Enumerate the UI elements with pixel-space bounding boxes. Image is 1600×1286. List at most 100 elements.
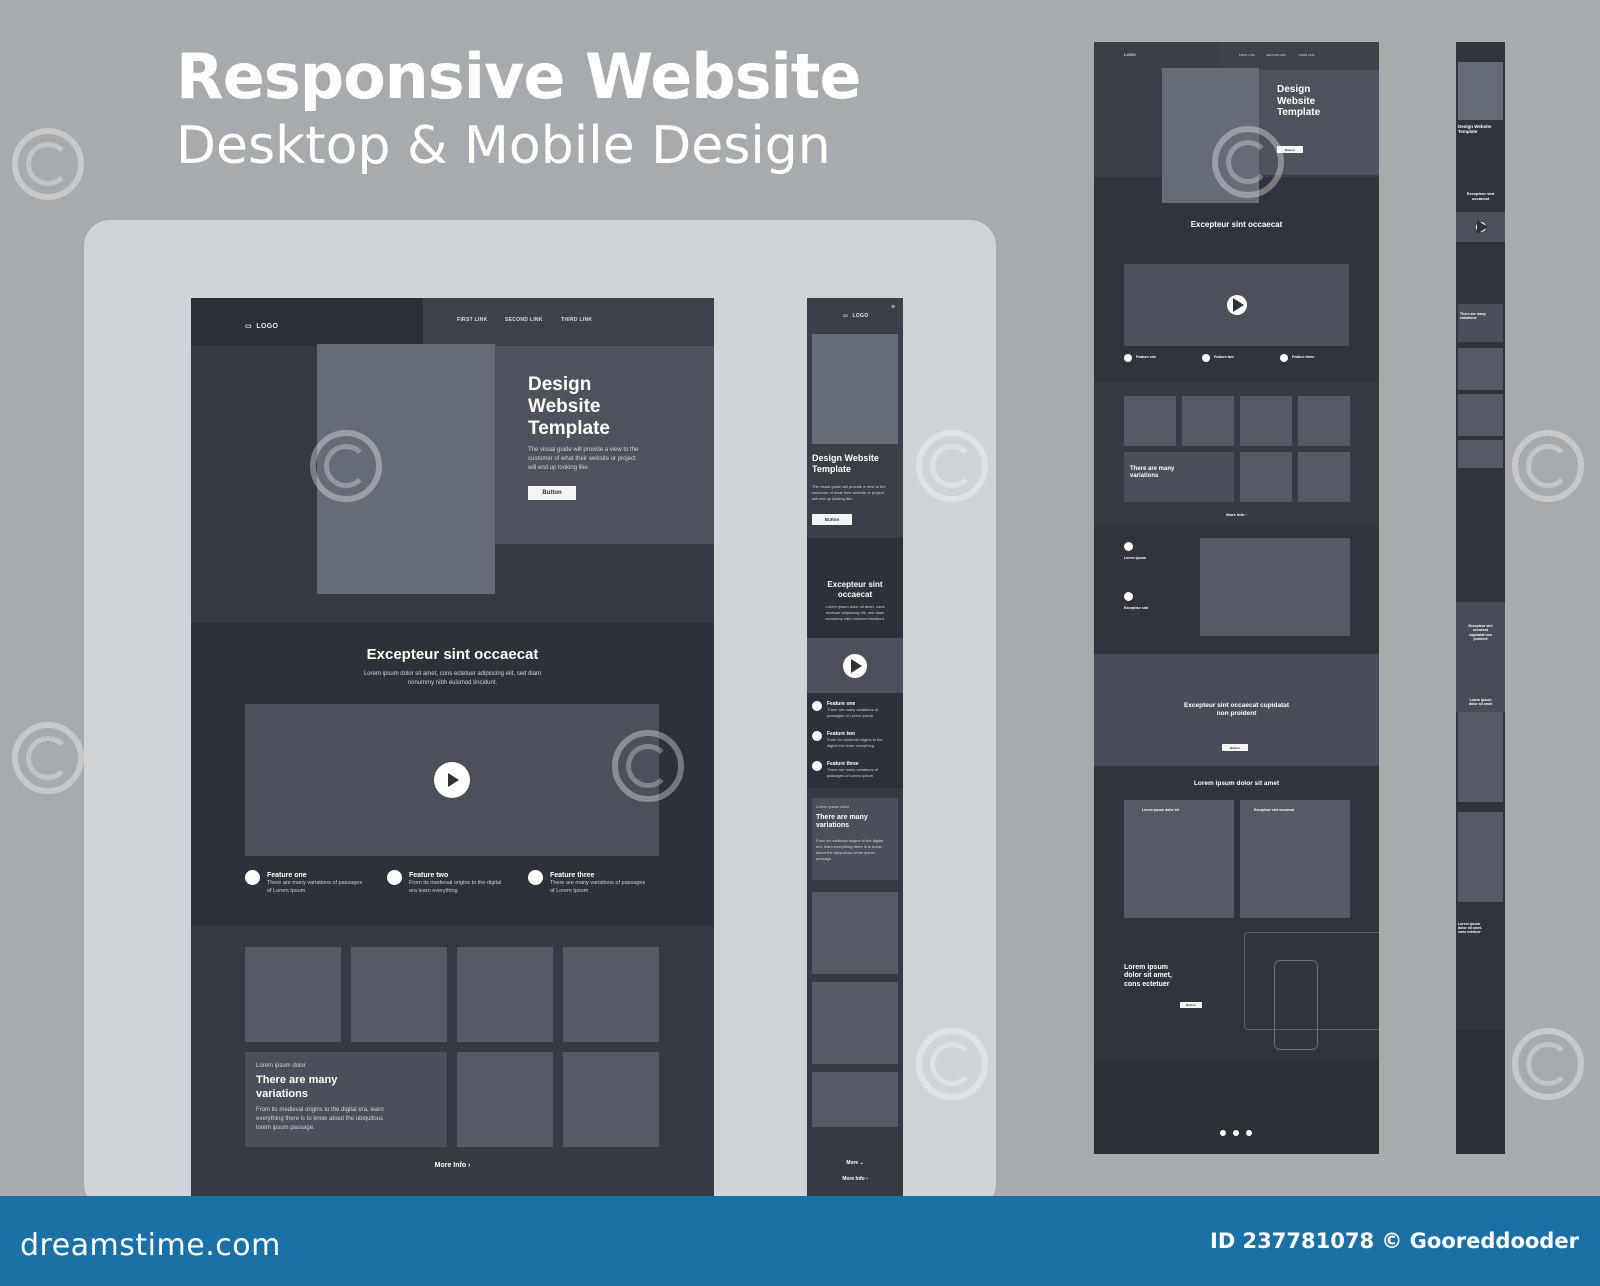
gallery-tile[interactable] bbox=[245, 947, 341, 1042]
thumb2-gallery-tile[interactable] bbox=[1458, 440, 1503, 468]
feature-one-icon bbox=[245, 870, 260, 885]
thumb-cta-title-line: Excepteur sint occaecat cupidatat bbox=[1183, 702, 1290, 709]
nav-link-second[interactable]: SECOND LINK bbox=[505, 317, 543, 323]
thumb-nav-link[interactable]: FIRST LINK bbox=[1239, 53, 1256, 57]
thumb-gallery-tile[interactable] bbox=[1298, 396, 1350, 446]
thumb-app-button[interactable]: Button bbox=[1180, 1002, 1202, 1008]
gallery-tile[interactable] bbox=[457, 947, 553, 1042]
thumb2-video[interactable] bbox=[1456, 212, 1505, 242]
thumb-nav-link[interactable]: THIRD LINK bbox=[1298, 53, 1315, 57]
section-text: Lorem ipsum dolor sit amet, cons ectetue… bbox=[191, 670, 714, 688]
gallery-text: From its medieval origins to the digital… bbox=[256, 1106, 384, 1133]
thumb2-pricing-title: Lorem ipsum dolor sit amet bbox=[1456, 698, 1505, 707]
thumb-gallery-tile[interactable] bbox=[1124, 396, 1176, 446]
thumb-gallery-title: There are many variations bbox=[1130, 466, 1174, 480]
nav-link-first[interactable]: FIRST LINK bbox=[457, 317, 488, 323]
gallery-tile[interactable] bbox=[563, 947, 659, 1042]
nav-link-third[interactable]: THIRD LINK bbox=[561, 317, 593, 323]
thumb2-title-line: Excepteur sint bbox=[1468, 624, 1493, 628]
mobile-feature-text: There are many variations of bbox=[827, 767, 878, 772]
thumb-cta-title: Excepteur sint occaecat cupidatat non pr… bbox=[1094, 702, 1379, 718]
logo[interactable]: ▭ LOGO bbox=[245, 315, 278, 333]
thumb-play-icon[interactable] bbox=[1226, 295, 1247, 315]
social-icon[interactable] bbox=[1220, 1130, 1226, 1136]
thumb2-title-line: cons ectetuer bbox=[1458, 930, 1481, 935]
mobile-feature-title: Feature three bbox=[827, 761, 859, 767]
watermark-logo-icon bbox=[12, 128, 84, 200]
hero-button[interactable]: Button bbox=[528, 486, 576, 500]
mobile-video-player[interactable] bbox=[807, 638, 903, 693]
mobile-section-title-line: occaecat bbox=[837, 589, 873, 599]
hero-title-line: Website bbox=[528, 395, 601, 417]
gallery-tile[interactable] bbox=[457, 1052, 553, 1147]
more-info-link[interactable]: More Info › bbox=[434, 1162, 471, 1169]
thumb-gallery-tile[interactable] bbox=[1240, 396, 1292, 446]
thumb2-title-line: occaecat bbox=[1473, 628, 1488, 633]
mobile-hero-title: Design Website Template bbox=[812, 453, 879, 476]
mobile-gallery-tile[interactable] bbox=[812, 1072, 898, 1127]
thumb2-gallery-card bbox=[1458, 304, 1503, 342]
mobile-gallery-tile[interactable] bbox=[812, 982, 898, 1064]
mobile-feature-one-icon bbox=[812, 701, 822, 711]
hamburger-icon[interactable]: ≡ bbox=[891, 304, 896, 311]
social-icon[interactable] bbox=[1233, 1130, 1239, 1136]
mobile-hero-image bbox=[812, 334, 898, 444]
thumb-feature-icon bbox=[1280, 354, 1288, 362]
mobile-hero-title-line: Design Website bbox=[812, 453, 879, 463]
thumb-nav-link[interactable]: SECOND LINK bbox=[1266, 53, 1287, 57]
mobile-feature-text: passages of Lorem Ipsum bbox=[827, 713, 874, 718]
gallery-text-line: lorem ipsum passage. bbox=[256, 1125, 315, 1131]
thumb2-gallery-tile[interactable] bbox=[1458, 348, 1503, 390]
feature-text: of Lorem Ipsum bbox=[550, 888, 589, 895]
gallery-tile[interactable] bbox=[563, 1052, 659, 1147]
gallery-title-line: variations bbox=[256, 1087, 308, 1100]
section-title: Excepteur sint occaecat bbox=[366, 646, 539, 663]
watermark-logo-icon bbox=[310, 430, 382, 502]
mobile-feature-one: Feature one There are many variations of… bbox=[827, 701, 878, 719]
headline-title: Responsive Website bbox=[176, 40, 861, 113]
thumb-gallery-tile[interactable] bbox=[1240, 452, 1292, 502]
video-player[interactable] bbox=[245, 704, 659, 856]
mobile-feature-title: Feature two bbox=[827, 731, 856, 737]
mobile-feature-three-icon bbox=[812, 761, 822, 771]
mobile-gallery-tile[interactable] bbox=[812, 892, 898, 974]
gallery-title: There are many variations bbox=[256, 1074, 337, 1102]
thumb2-title-line: dolor sit amet bbox=[1469, 702, 1492, 707]
full-desktop-thumbnail: LOGO FIRST LINK SECOND LINK THIRD LINK D… bbox=[1094, 42, 1379, 1154]
mobile-more-info-link[interactable]: More Info › bbox=[842, 1176, 868, 1182]
thumb-video[interactable] bbox=[1124, 264, 1349, 346]
watermark-logo-icon bbox=[1512, 430, 1584, 502]
mobile-play-icon[interactable] bbox=[843, 653, 867, 678]
mobile-section-title-line: Excepteur sint bbox=[827, 580, 883, 589]
mobile-more-toggle[interactable]: More ⌄ bbox=[846, 1160, 864, 1166]
headline: Responsive Website Desktop & Mobile Desi… bbox=[176, 40, 861, 177]
mobile-hero-text: The visual guide will provide a view to … bbox=[812, 484, 886, 502]
gallery-text-line: everything there is to know about the ub… bbox=[256, 1116, 384, 1122]
thumb-hero-button[interactable]: Button bbox=[1277, 146, 1303, 153]
thumb-section-title: Excepteur sint occaecat bbox=[1190, 220, 1283, 229]
mobile-gallery-title-line: variations bbox=[816, 822, 850, 830]
thumb-app-title-line: Lorem ipsum bbox=[1124, 964, 1168, 971]
social-icon[interactable] bbox=[1246, 1130, 1252, 1136]
mobile-hero-button[interactable]: Button bbox=[812, 514, 852, 525]
play-icon[interactable] bbox=[434, 762, 470, 798]
thumb-gallery-tile[interactable] bbox=[1182, 396, 1234, 446]
thumb-logo[interactable]: LOGO bbox=[1124, 52, 1136, 57]
thumb-hero-title: Design Website Template bbox=[1277, 84, 1320, 119]
thumb-feature-icon bbox=[1202, 354, 1210, 362]
thumb2-title-line: Lorem ipsum bbox=[1469, 698, 1492, 702]
thumb2-pricing-card bbox=[1458, 812, 1503, 902]
thumb2-gallery-tile[interactable] bbox=[1458, 394, 1503, 436]
mobile-gallery-text-line: about the ubiquitous lorem ipsum bbox=[816, 850, 875, 855]
thumb-hero-title-line: Website bbox=[1277, 95, 1316, 107]
thumb-cta-button[interactable]: Button bbox=[1222, 744, 1248, 751]
thumb-more-info[interactable]: More Info › bbox=[1226, 512, 1247, 517]
hero-text: The visual guide will provide a view to … bbox=[528, 446, 638, 473]
thumb-app-title-line: cons ectetuer bbox=[1124, 980, 1170, 988]
thumb-gallery-tile[interactable] bbox=[1298, 452, 1350, 502]
gallery-tile[interactable] bbox=[351, 947, 447, 1042]
mobile-feature-two-icon bbox=[812, 731, 822, 741]
mobile-logo[interactable]: ▭ LOGO bbox=[843, 304, 868, 322]
thumb2-play-icon[interactable] bbox=[1475, 222, 1486, 232]
stock-brand[interactable]: dreamstime.com bbox=[20, 1228, 281, 1263]
